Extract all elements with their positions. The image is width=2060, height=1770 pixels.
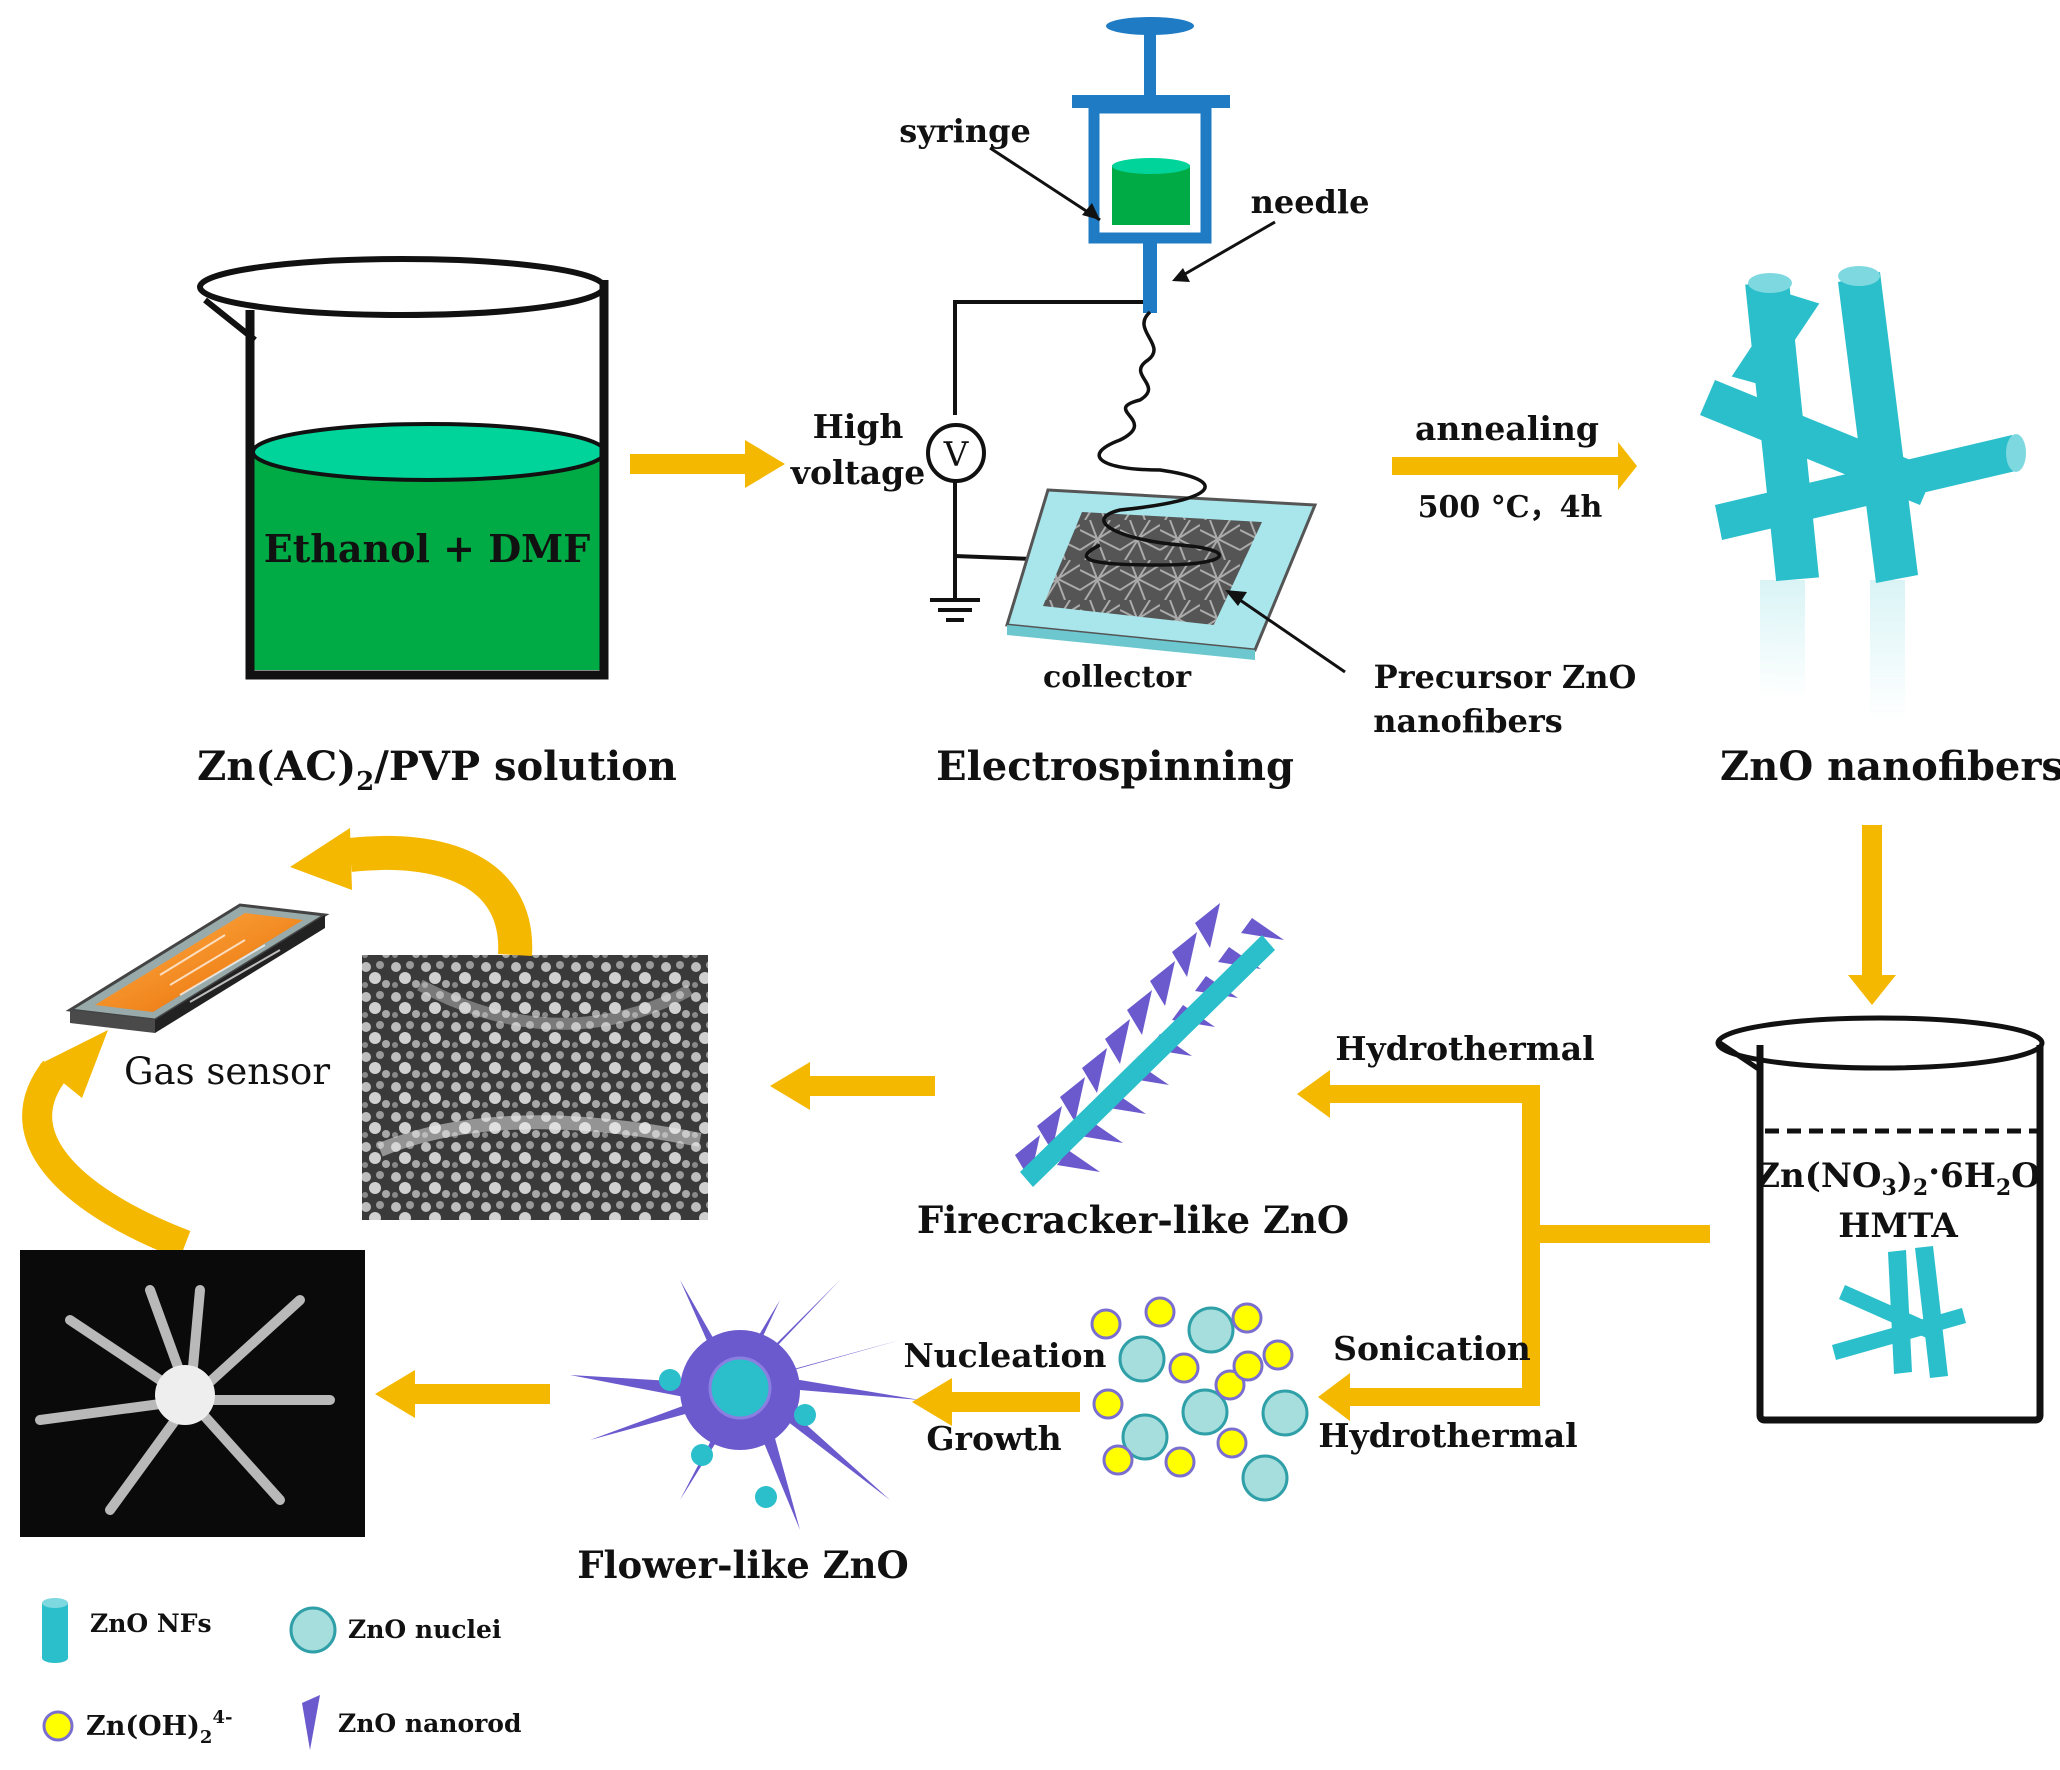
solution-fill <box>254 450 604 670</box>
collector-label: collector <box>1043 660 1192 695</box>
arrow-annealing <box>1392 442 1637 490</box>
nucleation-label: Nucleation <box>904 1336 1107 1375</box>
needle-label: needle <box>1251 183 1370 221</box>
fiber-jet <box>1084 310 1222 567</box>
annealing-conditions: 500 °C，4h <box>1418 490 1603 525</box>
precursor-label-2: nanofibers <box>1373 702 1562 740</box>
voltmeter <box>926 423 986 483</box>
gas-sensor-label: Gas sensor <box>124 1050 330 1093</box>
firecracker-zno <box>1015 903 1284 1187</box>
legend-zno-nfs: ZnO NFs <box>90 1609 212 1638</box>
legend-zno-nanorod: ZnO nanorod <box>338 1709 521 1738</box>
annealing-label: annealing <box>1415 409 1599 448</box>
flower-nuclei <box>659 1369 816 1508</box>
fiber-web <box>1043 512 1262 625</box>
precursor-label-1: Precursor ZnO <box>1374 658 1637 696</box>
beaker-solution: Ethanol + DMF <box>197 256 609 680</box>
plunger-cap <box>1106 17 1194 35</box>
reagent-line-2: HMTA <box>1838 1206 1958 1246</box>
branch-arrows <box>1297 1070 1710 1421</box>
beaker-wall <box>245 280 609 680</box>
beaker-hydrothermal: Zn(NO3)2·6H2O HMTA <box>1715 1015 2045 1424</box>
sensor-electrode <box>95 913 303 1012</box>
legend: ZnO NFs ZnO nuclei Zn(OH)24- ZnO nanorod <box>42 1598 521 1750</box>
arrow-down-to-beaker <box>1848 825 1896 1005</box>
beaker-rim <box>197 256 607 318</box>
curved-arrow-left <box>22 1060 191 1260</box>
growth-label: Growth <box>926 1419 1061 1458</box>
electrospinning-setup: syringe needle V High voltage collector … <box>790 17 1637 740</box>
solution-caption: Zn(AC)2/PVP solution <box>197 743 677 797</box>
particle-cluster <box>1090 1296 1309 1502</box>
gas-sensor <box>65 903 330 1033</box>
syringe-label: syringe <box>899 112 1031 150</box>
beaker-spout <box>203 297 257 343</box>
firecracker-core <box>1020 935 1275 1187</box>
cylinder-icon <box>42 1598 68 1663</box>
electrospinning-caption: Electrospinning <box>936 743 1294 790</box>
solution-surface <box>251 422 607 482</box>
voltage-label: voltage <box>790 453 925 492</box>
legend-zno-nuclei: ZnO nuclei <box>348 1615 501 1644</box>
syringe-solution <box>1112 165 1190 225</box>
nanorod-icon <box>302 1695 320 1750</box>
needle-tip <box>1143 238 1157 313</box>
arrow-to-electrospinning <box>630 440 785 488</box>
zno-nanofibers <box>1700 266 2026 720</box>
circuit-wire <box>953 300 1143 415</box>
hydrothermal-bottom-label: Hydrothermal <box>1318 1416 1577 1455</box>
teal-circle-icon <box>289 1606 337 1654</box>
flower-caption: Flower-like ZnO <box>577 1543 909 1587</box>
yellow-circle-icon <box>42 1710 74 1742</box>
high-label: High <box>813 407 904 446</box>
reagent-line-1: Zn(NO3)2·6H2O <box>1755 1152 2041 1201</box>
flower-core <box>708 1356 772 1420</box>
sonication-label: Sonication <box>1333 1329 1531 1368</box>
hydrothermal-top-label: Hydrothermal <box>1335 1029 1594 1068</box>
beaker-label: Ethanol + DMF <box>264 526 590 571</box>
curved-arrow-top <box>348 835 533 956</box>
arrow-nucleation <box>912 1378 1080 1426</box>
legend-zn-oh: Zn(OH)24- <box>86 1707 232 1748</box>
sem-image-firecracker <box>362 955 708 1220</box>
firecracker-caption: Firecracker-like ZnO <box>917 1198 1349 1242</box>
arrow-to-sem-top <box>770 1062 935 1110</box>
voltmeter-symbol: V <box>943 435 970 475</box>
arrow-to-sem-bottom <box>375 1370 550 1418</box>
zno-nanofibers-caption: ZnO nanofibers <box>1720 743 2060 790</box>
